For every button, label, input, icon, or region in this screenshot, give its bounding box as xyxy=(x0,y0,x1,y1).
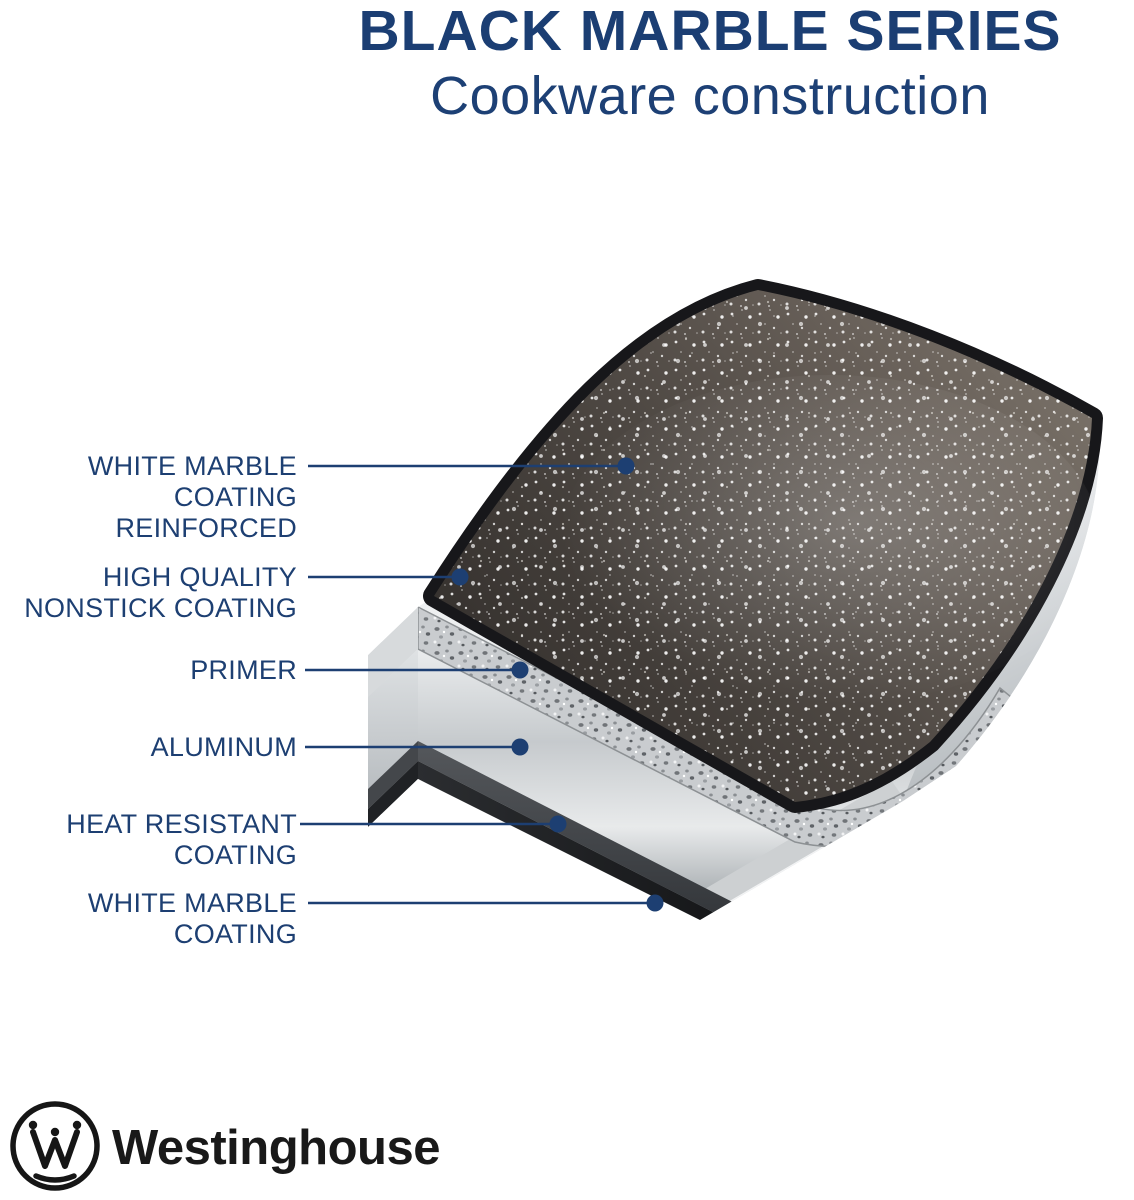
connector-dot-white-marble xyxy=(646,894,664,912)
label-line: HIGH QUALITY xyxy=(102,562,297,592)
connector-lines xyxy=(300,464,647,905)
label-line: PRIMER xyxy=(190,655,297,685)
connector-dot-heat-resistant xyxy=(549,815,567,833)
brand-wordmark: Westinghouse xyxy=(112,1121,440,1175)
label-heat-resistant-coating: HEAT RESISTANT COATING xyxy=(0,809,297,871)
label-line: COATING REINFORCED xyxy=(115,482,297,543)
layer-heat-resistant-band xyxy=(418,741,795,920)
header: BLACK MARBLE SERIES Cookware constructio… xyxy=(290,0,1130,126)
label-line: WHITE MARBLE COATING xyxy=(87,888,297,949)
label-line: HEAT RESISTANT COATING xyxy=(66,809,297,870)
connector-dot-nonstick xyxy=(451,568,469,586)
label-white-marble-coating-reinforced: WHITE MARBLE COATING REINFORCED xyxy=(0,451,297,544)
nonstick-sheet xyxy=(423,279,1103,813)
label-line: ALUMINUM xyxy=(150,732,297,762)
sheet-sheen xyxy=(560,375,1100,705)
page-title: BLACK MARBLE SERIES xyxy=(358,0,1062,63)
label-aluminum: ALUMINUM xyxy=(0,732,297,763)
connector-dots xyxy=(451,457,664,912)
label-high-quality-nonstick-coating: HIGH QUALITY NONSTICK COATING xyxy=(0,562,297,624)
label-white-marble-coating: WHITE MARBLE COATING xyxy=(0,888,297,950)
label-line: WHITE MARBLE xyxy=(87,451,297,481)
label-line: NONSTICK COATING xyxy=(24,593,297,623)
layer-bottom-coating-band xyxy=(418,761,795,920)
connector-dot-primer xyxy=(511,661,529,679)
westinghouse-w-circle-icon xyxy=(10,1101,100,1191)
page-subtitle: Cookware construction xyxy=(430,66,990,126)
connector-dot-aluminum xyxy=(511,738,529,756)
label-primer: PRIMER xyxy=(0,655,297,686)
pan-left-face xyxy=(368,607,418,827)
connector-dot-white-marble-reinforced xyxy=(617,457,635,475)
